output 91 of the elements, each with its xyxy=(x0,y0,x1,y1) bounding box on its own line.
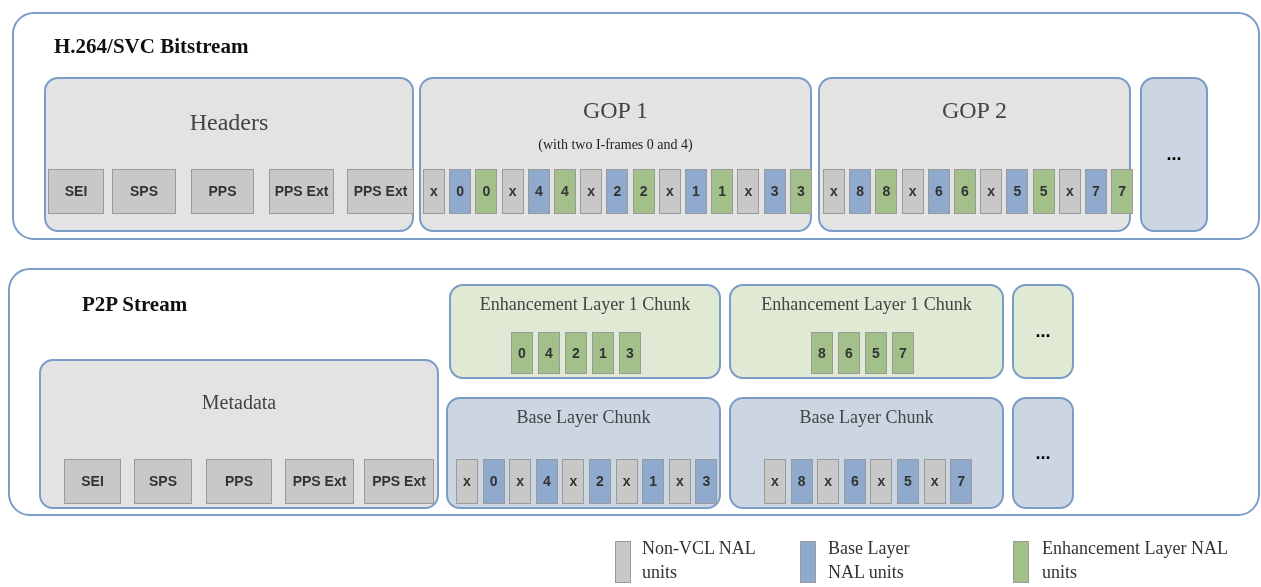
panel-title: Base Layer Chunk xyxy=(515,407,652,428)
nal-unit: 7 xyxy=(1111,169,1134,214)
group-panel xyxy=(446,397,721,509)
panel-title: Metadata xyxy=(200,391,278,414)
panel-title: Enhancement Layer 1 Chunk xyxy=(478,294,692,315)
nal-unit: SEI xyxy=(64,459,121,504)
nal-unit: 7 xyxy=(1085,169,1107,214)
legend-label: Enhancement Layer NAL units xyxy=(1042,537,1229,584)
nal-unit: 6 xyxy=(838,332,860,374)
nal-unit: PPS Ext xyxy=(269,169,334,214)
group-panel xyxy=(449,284,721,379)
nal-unit: PPS xyxy=(206,459,272,504)
continuation-panel: ... xyxy=(1140,77,1208,232)
stream-panel xyxy=(12,12,1260,240)
legend-label: Non-VCL NAL units xyxy=(642,537,757,584)
nal-unit: 3 xyxy=(695,459,718,504)
nal-unit: 7 xyxy=(950,459,973,504)
stream-title: P2P Stream xyxy=(82,292,188,317)
nal-unit: 2 xyxy=(589,459,611,504)
nal-unit: 1 xyxy=(711,169,734,214)
nal-unit: PPS Ext xyxy=(285,459,354,504)
nal-unit: 3 xyxy=(763,169,786,214)
group-panel xyxy=(729,284,1004,379)
nal-unit: 4 xyxy=(538,332,560,374)
nal-unit: 5 xyxy=(897,459,919,504)
nal-unit: 3 xyxy=(619,332,641,374)
nal-unit: x xyxy=(658,169,681,214)
legend-label: Base Layer NAL units xyxy=(828,537,911,584)
nal-unit: 4 xyxy=(527,169,550,214)
nal-unit: 0 xyxy=(511,332,533,374)
nal-unit: 5 xyxy=(1006,169,1029,214)
nal-unit: x xyxy=(509,459,532,504)
nal-unit: 0 xyxy=(482,459,505,504)
nal-unit: 8 xyxy=(875,169,898,214)
nal-unit: 1 xyxy=(685,169,707,214)
nal-unit: x xyxy=(580,169,603,214)
panel-title: Headers xyxy=(188,109,270,136)
nal-unit: SEI xyxy=(48,169,104,214)
nal-unit: x xyxy=(423,169,445,214)
nal-unit: 4 xyxy=(554,169,576,214)
nal-unit: PPS xyxy=(191,169,254,214)
continuation-panel: ... xyxy=(1012,284,1074,379)
nal-unit: x xyxy=(764,459,786,504)
panel-title: GOP 1 xyxy=(581,97,650,124)
nal-unit: SPS xyxy=(112,169,176,214)
nal-unit: 7 xyxy=(892,332,914,374)
panel-subtitle: (with two I-frames 0 and 4) xyxy=(537,137,694,153)
nal-unit: x xyxy=(737,169,760,214)
panel-title: Base Layer Chunk xyxy=(798,407,935,428)
nal-unit: 6 xyxy=(954,169,976,214)
nal-unit: PPS Ext xyxy=(347,169,414,214)
nal-unit: 8 xyxy=(849,169,872,214)
nal-unit: x xyxy=(1058,169,1081,214)
nal-unit: x xyxy=(923,459,946,504)
nal-unit: x xyxy=(456,459,478,504)
nal-unit: 2 xyxy=(565,332,587,374)
nal-unit: 8 xyxy=(790,459,813,504)
stream-title: H.264/SVC Bitstream xyxy=(54,34,249,59)
panel-title: GOP 2 xyxy=(940,97,1009,124)
nal-unit: 8 xyxy=(811,332,833,374)
nal-unit: PPS Ext xyxy=(364,459,434,504)
group-panel xyxy=(419,77,812,232)
nal-unit: x xyxy=(615,459,638,504)
group-panel xyxy=(818,77,1131,232)
stream-panel xyxy=(8,268,1260,516)
nal-unit: 1 xyxy=(592,332,614,374)
group-panel xyxy=(729,397,1004,509)
nal-unit: x xyxy=(817,459,840,504)
nal-unit: 3 xyxy=(789,169,812,214)
nal-unit: x xyxy=(501,169,524,214)
nal-unit: x xyxy=(562,459,585,504)
nal-unit: x xyxy=(980,169,1003,214)
nal-unit: 0 xyxy=(449,169,472,214)
nal-unit: 6 xyxy=(927,169,950,214)
nal-unit: 2 xyxy=(606,169,629,214)
panel-title: Enhancement Layer 1 Chunk xyxy=(760,294,973,315)
nal-unit: 5 xyxy=(865,332,887,374)
nal-unit: 0 xyxy=(475,169,498,214)
group-panel xyxy=(44,77,414,232)
continuation-panel: ... xyxy=(1012,397,1074,509)
nal-unit: 5 xyxy=(1032,169,1055,214)
nal-unit: x xyxy=(823,169,845,214)
nal-unit: 6 xyxy=(843,459,866,504)
nal-unit: x xyxy=(668,459,691,504)
nal-unit: 1 xyxy=(642,459,665,504)
nal-unit: 4 xyxy=(535,459,558,504)
nal-unit: x xyxy=(901,169,924,214)
group-panel xyxy=(39,359,439,509)
nal-unit: SPS xyxy=(134,459,192,504)
nal-unit: 2 xyxy=(632,169,655,214)
nal-unit: x xyxy=(870,459,893,504)
